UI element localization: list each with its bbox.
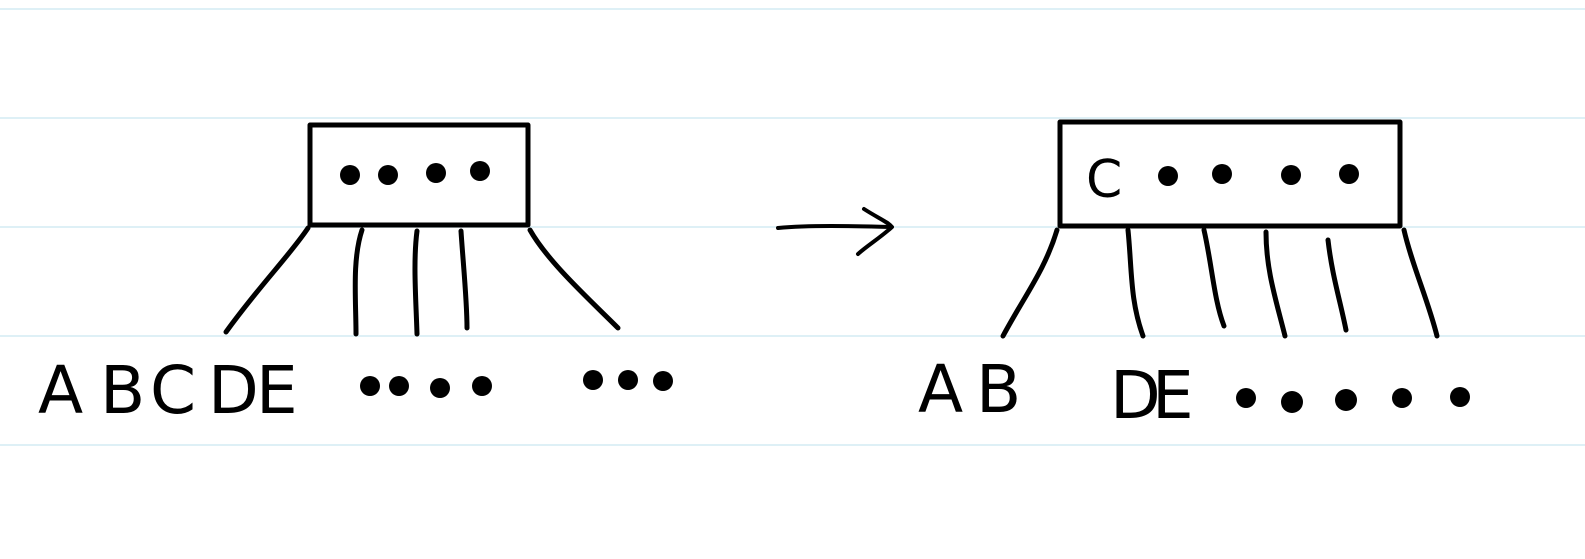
child-letter: D: [1110, 357, 1161, 434]
child-letter: C: [150, 352, 196, 429]
key-dot: [1339, 164, 1359, 184]
right-node-keys: [1158, 164, 1359, 186]
key-dot: [1281, 165, 1301, 185]
right-tree: C A B D E: [918, 119, 1470, 434]
child-letter: E: [256, 352, 298, 429]
child-letter: D: [208, 352, 259, 429]
right-children: A B D E: [918, 351, 1470, 434]
key-dot: [1212, 164, 1232, 184]
child-dot: [1281, 391, 1303, 413]
child-dot: [1236, 388, 1256, 408]
right-node-box: [1057, 119, 1403, 229]
child-dot: [1450, 387, 1470, 407]
key-dot: [1158, 166, 1178, 186]
left-node-keys: [340, 161, 490, 185]
arrow-shaft: [776, 224, 892, 230]
transition-arrow: [776, 207, 894, 256]
child-dot: [389, 376, 409, 396]
child-dot: [653, 371, 673, 391]
left-children: A B C D E: [38, 352, 673, 429]
left-node-box: [307, 122, 531, 228]
edge: [1000, 227, 1060, 339]
left-child-edges: [223, 225, 621, 337]
child-letter: E: [1152, 357, 1194, 434]
edge: [1201, 227, 1227, 329]
edge: [1125, 227, 1146, 339]
child-dot: [583, 370, 603, 390]
right-child-edges: [1000, 227, 1440, 339]
edge: [1325, 237, 1349, 333]
edge: [1401, 227, 1440, 339]
child-letter: B: [100, 352, 145, 429]
child-letter: A: [38, 352, 83, 429]
child-dot: [618, 370, 638, 390]
right-node-key-c: C: [1086, 150, 1122, 210]
arrow-head: [856, 207, 894, 256]
key-dot: [340, 165, 360, 185]
key-dot: [470, 161, 490, 181]
left-tree: A B C D E: [38, 122, 673, 429]
edge: [1263, 229, 1288, 339]
edge: [352, 227, 365, 337]
child-dot: [360, 376, 380, 396]
child-dot: [1392, 388, 1412, 408]
child-dot: [1335, 389, 1357, 411]
child-dot: [472, 376, 492, 396]
edge: [527, 227, 621, 331]
child-letter: A: [918, 351, 963, 428]
key-dot: [426, 163, 446, 183]
key-dot: [378, 165, 398, 185]
child-dot: [430, 378, 450, 398]
child-letter: B: [976, 351, 1021, 428]
edge: [412, 228, 420, 337]
edge: [223, 225, 311, 335]
edge: [458, 228, 470, 331]
